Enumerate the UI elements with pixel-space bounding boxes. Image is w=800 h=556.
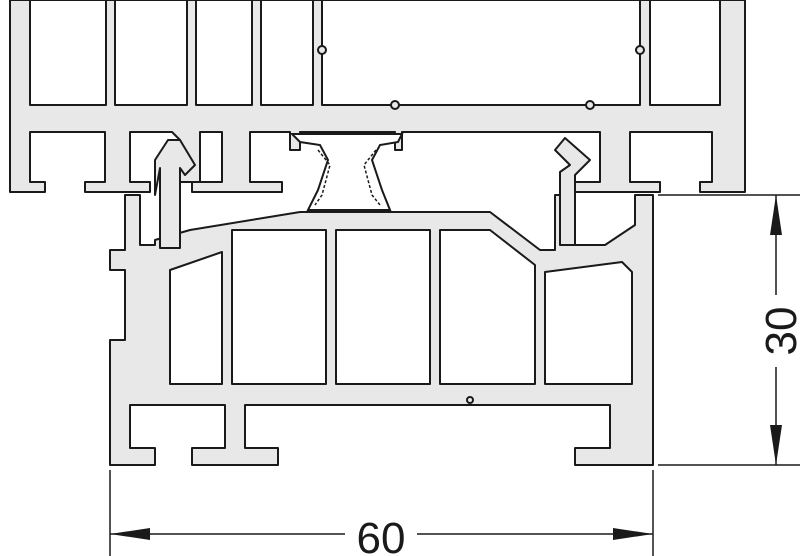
lower-nub [466, 396, 474, 404]
height-dimension-label: 30 [757, 307, 800, 356]
width-label-bg [345, 510, 417, 556]
upper-chamber-5 [321, 0, 641, 106]
right-hook [554, 137, 591, 246]
lower-chamber-3 [335, 229, 431, 385]
upper-nub-1 [317, 45, 327, 55]
upper-chamber-1 [29, 0, 107, 106]
lower-sash-profile [109, 194, 654, 466]
width-arrow-left [110, 528, 150, 540]
height-label-bg [754, 295, 800, 367]
gasket-inner-right [363, 149, 381, 206]
upper-chamber-4 [260, 0, 314, 106]
upper-nub-3 [390, 100, 400, 110]
lower-chamber-5 [544, 261, 633, 385]
lower-chamber-4 [439, 229, 536, 385]
gasket-inner-left [314, 149, 331, 206]
upper-frame-profile [9, 0, 746, 193]
upper-chamber-2 [114, 0, 188, 106]
upper-chamber-3 [195, 0, 253, 106]
clip-elements [154, 137, 591, 249]
height-arrow-top [770, 195, 782, 235]
upper-chamber-6 [649, 0, 721, 106]
width-dimension-label: 60 [357, 514, 406, 556]
lower-chamber-2 [231, 229, 327, 385]
upper-nub-2 [635, 45, 645, 55]
width-arrow-right [613, 528, 653, 540]
center-gasket-seal [289, 133, 404, 211]
lower-chamber-1 [169, 251, 223, 385]
dimension-arrows [110, 195, 782, 540]
left-clip [154, 139, 196, 249]
gasket-body [289, 133, 404, 211]
upper-nub-4 [585, 100, 595, 110]
height-arrow-bottom [770, 425, 782, 465]
